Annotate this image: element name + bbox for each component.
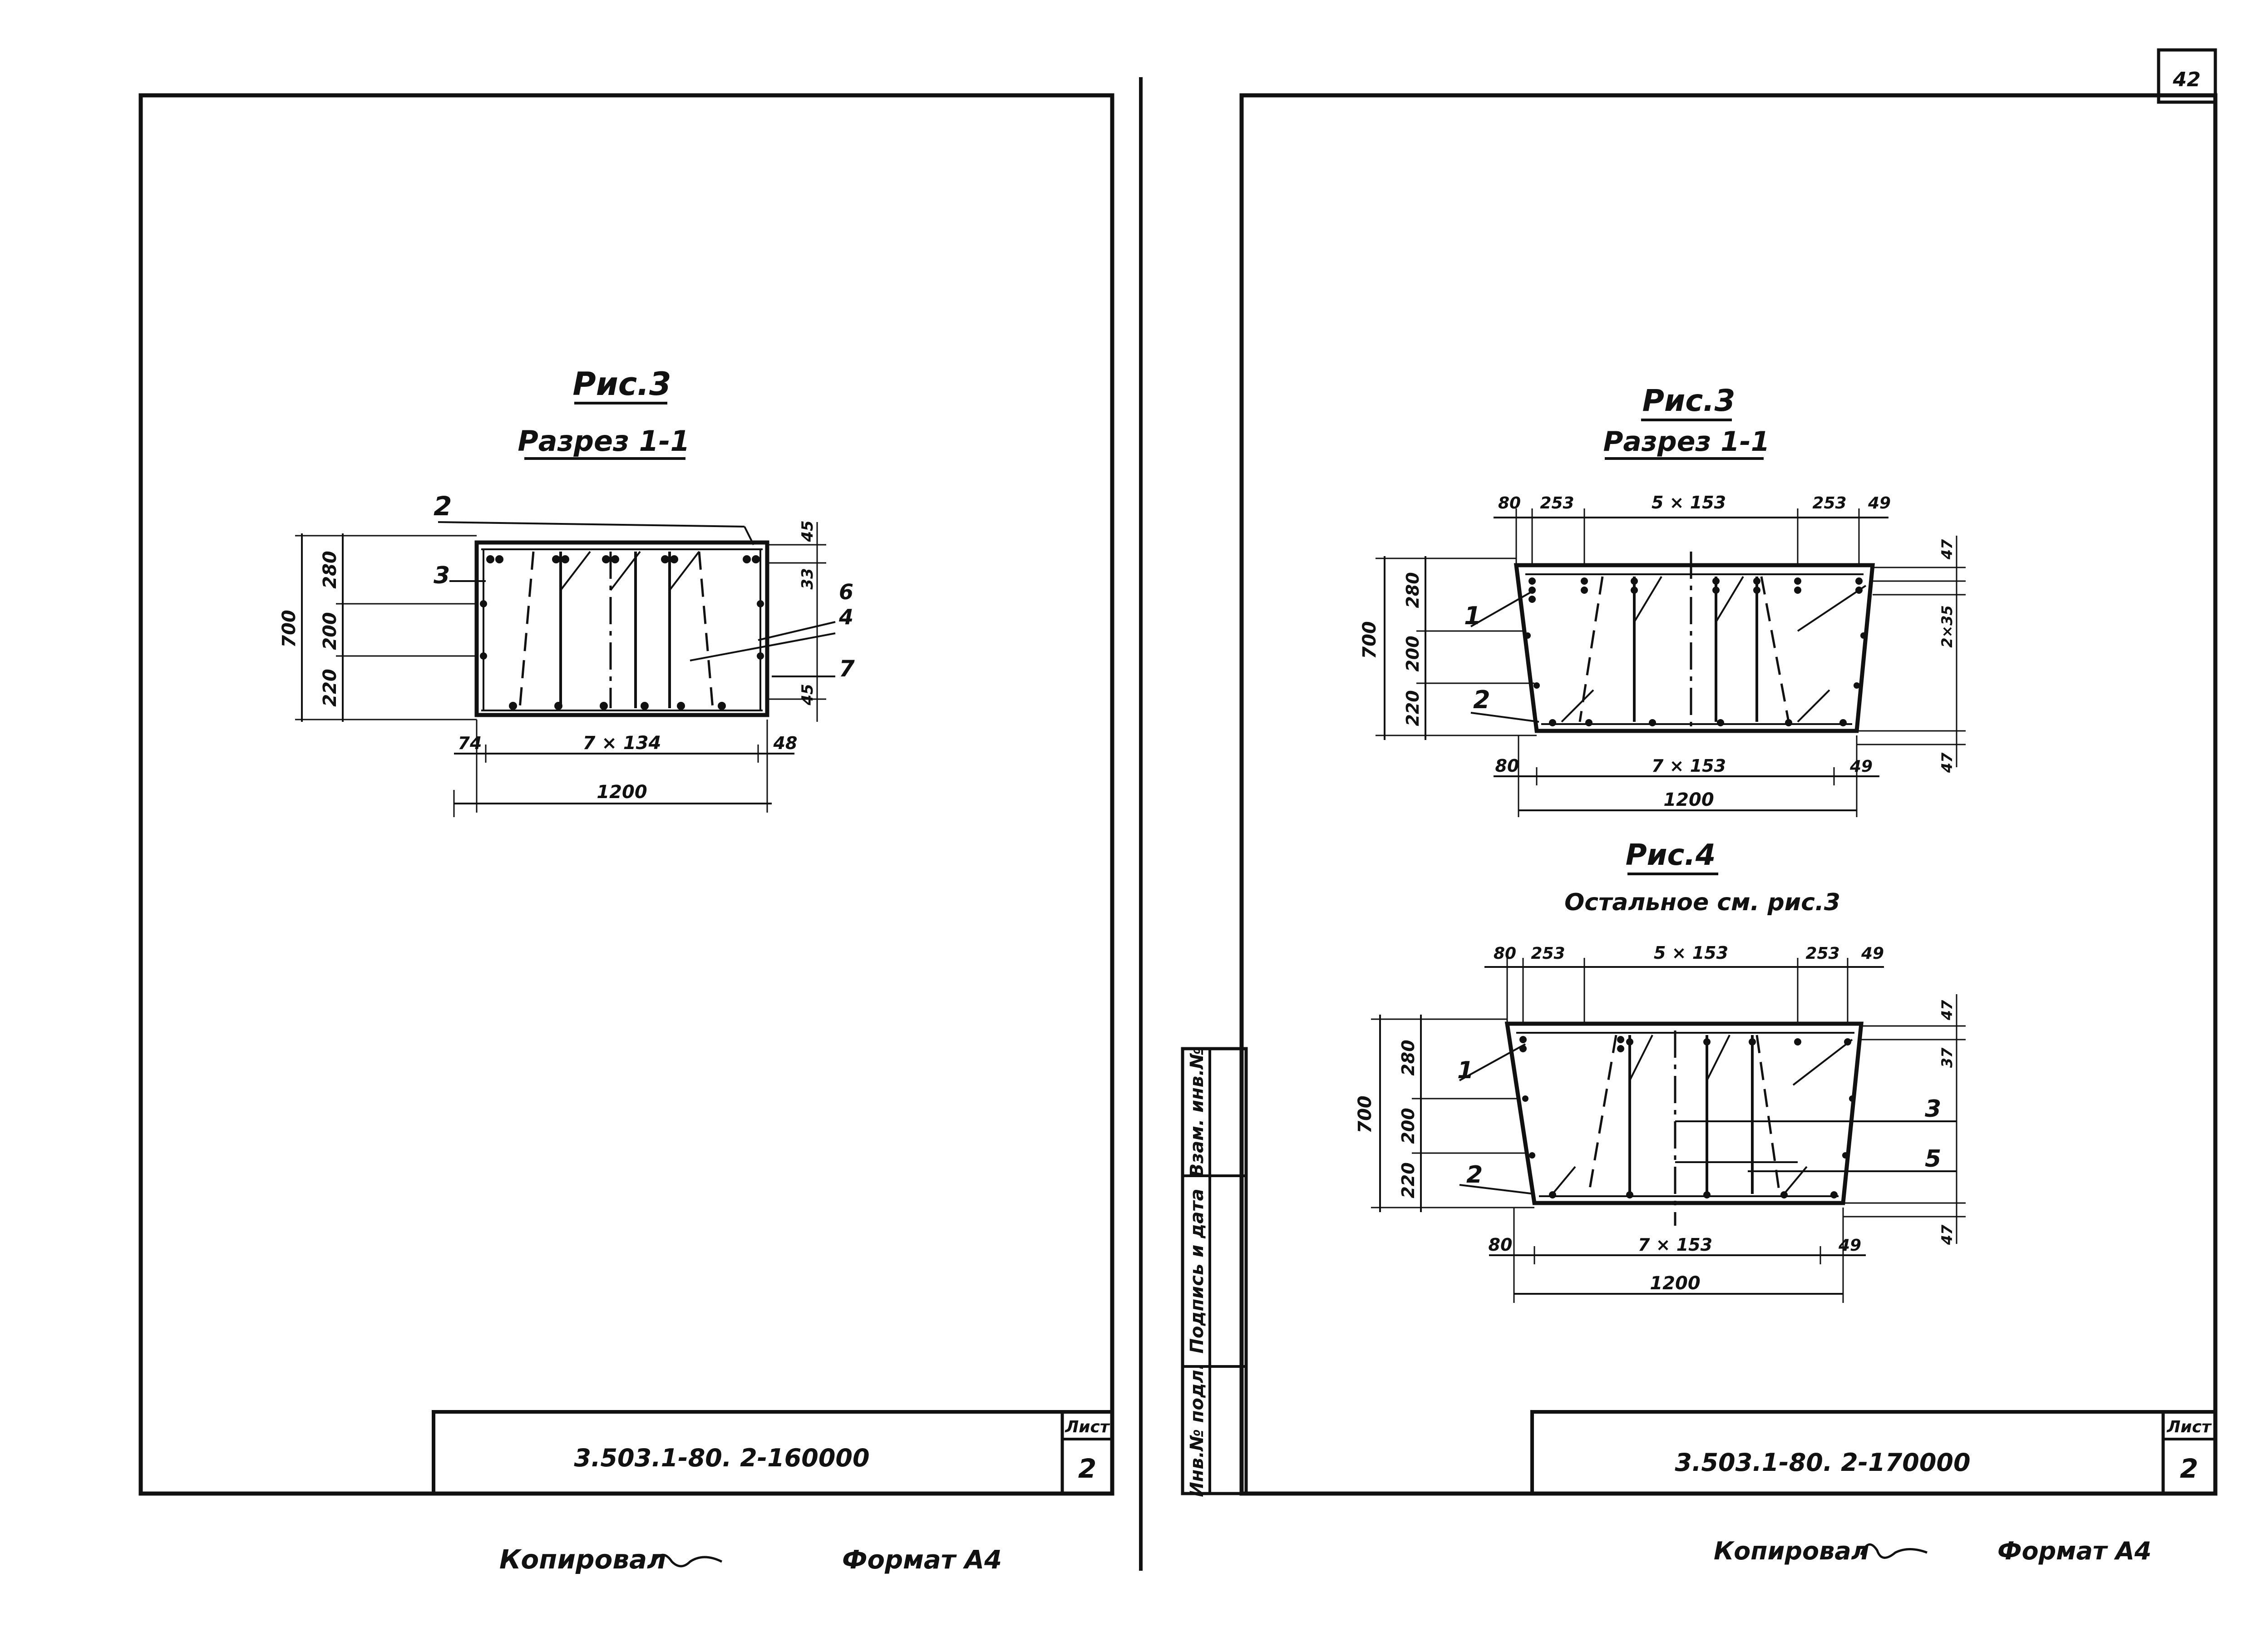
- left-dim-700: 700: [279, 610, 300, 648]
- left-callout-2: 2: [434, 491, 452, 522]
- right-fig4-callout-5: 5: [1925, 1145, 1941, 1173]
- right-fig3-dim-49-top: 49: [1868, 494, 1891, 513]
- left-dim-right: 45 33 45: [767, 520, 826, 722]
- left-dim-bottom: 74 7 × 134 48 1200: [453, 720, 798, 817]
- right-fig4-dim-37: 37: [1938, 1047, 1956, 1068]
- right-fig4-dim-200: 200: [1398, 1108, 1418, 1144]
- right-sheet: 42 Взам. инв.№ Подпись и дата Инв.№ подл…: [1181, 48, 2218, 1565]
- right-fig3-dim-280: 280: [1403, 572, 1423, 608]
- right-fig4-dim-253-left: 253: [1531, 944, 1565, 963]
- right-fig4-dim-7x153: 7 × 153: [1638, 1235, 1712, 1255]
- left-callout-3: 3: [434, 562, 450, 589]
- right-fig3-dim-47-top: 47: [1938, 539, 1956, 560]
- right-fig4-dims-bottom: 80 7 × 153 49 1200: [1489, 1208, 1866, 1303]
- right-title-block: 3.503.1-80. 2-170000 Лист 2: [1530, 1410, 2217, 1495]
- left-sheet-number: 2: [1078, 1453, 1096, 1484]
- left-callout-6: 6: [839, 580, 853, 604]
- left-dim-vertical: 700 280 200 220: [279, 533, 477, 722]
- left-dim-1200: 1200: [597, 782, 647, 803]
- right-fig3-dim-7x153: 7 × 153: [1652, 756, 1726, 776]
- left-dim-45-top: 45: [799, 520, 817, 542]
- right-fig4-dim-49-bottom: 49: [1838, 1236, 1861, 1255]
- right-fig4-callout-1: 1: [1457, 1057, 1474, 1084]
- right-fig4-dim-280: 280: [1398, 1040, 1418, 1075]
- right-fig3-dim-5x153: 5 × 153: [1652, 493, 1726, 513]
- right-fig3-dims-top: 80 253 5 × 153 253 49: [1494, 493, 1891, 565]
- right-fig3-dim-47-bottom: 47: [1938, 752, 1956, 773]
- right-fig3-dim-220: 220: [1403, 690, 1423, 726]
- left-title-block: 3.503.1-80. 2-160000 Лист 2: [432, 1410, 1114, 1495]
- left-dim-280: 280: [320, 551, 340, 589]
- right-fig4-callout-2: 2: [1466, 1161, 1483, 1188]
- right-fig3-dim-2x35: 2×35: [1938, 605, 1956, 648]
- right-fig4-dim-49-top: 49: [1861, 944, 1884, 963]
- right-fig3-dim-49-bottom: 49: [1849, 757, 1873, 776]
- right-fig4-dim-700: 700: [1355, 1095, 1376, 1134]
- right-fig4-callout-3: 3: [1925, 1095, 1941, 1123]
- right-fig4-dims-top: 80 253 5 × 153 253 49: [1484, 943, 1884, 1024]
- right-fig4-dim-253-right: 253: [1805, 944, 1839, 963]
- right-fig3-dim-253-left: 253: [1540, 494, 1574, 513]
- right-fig4-title: Рис.4: [1626, 838, 1716, 872]
- left-dim-7x134: 7 × 134: [583, 733, 661, 754]
- right-footer-copied: Копировал: [1714, 1537, 1869, 1565]
- side-stamp-signature-date: Подпись и дата: [1187, 1188, 1208, 1353]
- left-footer-copied: Копировал: [499, 1544, 666, 1575]
- left-footer-format: Формат А4: [842, 1545, 1002, 1575]
- left-dim-220: 220: [320, 669, 340, 707]
- left-section-title: Разрез 1-1: [518, 424, 690, 458]
- right-fig3-dim-80-bottom: 80: [1495, 756, 1519, 776]
- left-callout-4: 4: [838, 605, 853, 629]
- right-fig4-dim-1200: 1200: [1650, 1273, 1700, 1294]
- right-fig3-dims-bottom: 80 7 × 153 49 1200: [1494, 735, 1879, 817]
- left-doc-code: 3.503.1-80. 2-160000: [574, 1444, 869, 1472]
- right-fig3-dim-80-top: 80: [1498, 494, 1521, 513]
- page-stamp-box: [2157, 48, 2217, 104]
- side-stamp-replace-inv: Взам. инв.№: [1187, 1047, 1208, 1178]
- side-stamp-inv-original: Инв.№ подл.: [1187, 1363, 1208, 1497]
- right-signature: [1860, 1543, 1928, 1559]
- right-fig3-dim-200: 200: [1403, 636, 1423, 671]
- left-figure-title: Рис.3: [572, 365, 671, 403]
- left-sheet-label: Лист: [1065, 1418, 1110, 1436]
- left-section-drawing: [438, 521, 836, 717]
- right-fig4-dim-220: 220: [1398, 1162, 1418, 1198]
- left-callout-7: 7: [839, 656, 855, 682]
- left-sheet: Рис.3 Разрез 1-1: [138, 93, 1114, 1575]
- page-stamp-number: 42: [2172, 68, 2200, 91]
- right-doc-code: 3.503.1-80. 2-170000: [1675, 1448, 1970, 1477]
- side-stamp: Взам. инв.№ Подпись и дата Инв.№ подл.: [1181, 1047, 1248, 1497]
- right-fig4-dim-47-bottom: 47: [1938, 1224, 1956, 1245]
- right-sheet-number: 2: [2180, 1453, 2198, 1484]
- right-fig3-title: Рис.3: [1642, 383, 1736, 418]
- right-fig3-callout-2: 2: [1473, 685, 1490, 714]
- right-fig4-dim-80-top: 80: [1494, 944, 1516, 963]
- right-fig4-dims-right: 47 37 47: [1843, 994, 1966, 1245]
- left-dim-74: 74: [458, 733, 482, 753]
- right-fig3-section: Разрез 1-1: [1603, 426, 1770, 458]
- right-fig3-dim-700: 700: [1359, 621, 1380, 659]
- right-fig4-dim-5x153: 5 × 153: [1654, 943, 1728, 963]
- right-fig3-dims-right: 47 2×35 47: [1857, 536, 1966, 773]
- right-fig3-callout-1: 1: [1464, 602, 1481, 630]
- left-dim-48: 48: [773, 733, 798, 753]
- right-fig3-dim-1200: 1200: [1663, 789, 1714, 810]
- right-fig4-dim-47-top: 47: [1938, 1000, 1956, 1021]
- right-fig4-drawing: [1459, 1021, 1957, 1226]
- right-sheet-frame: [1239, 93, 2218, 1496]
- right-fig4-note: Остальное см. рис.3: [1564, 889, 1840, 916]
- right-fig4-dims-vertical: 700 280 200 220: [1355, 1015, 1534, 1212]
- right-fig4-dim-80-bottom: 80: [1489, 1235, 1513, 1255]
- right-footer-format: Формат А4: [1997, 1537, 2151, 1565]
- right-fig3-dim-253-right: 253: [1812, 494, 1846, 513]
- right-fig3-dims-vertical: 700 280 200 220: [1359, 556, 1537, 740]
- right-fig3-drawing: [1470, 552, 1875, 733]
- left-dim-45-bottom: 45: [799, 684, 817, 705]
- left-dim-200: 200: [320, 612, 340, 650]
- left-signature: [652, 1553, 723, 1568]
- right-sheet-label: Лист: [2166, 1418, 2212, 1436]
- left-dim-33: 33: [799, 568, 817, 589]
